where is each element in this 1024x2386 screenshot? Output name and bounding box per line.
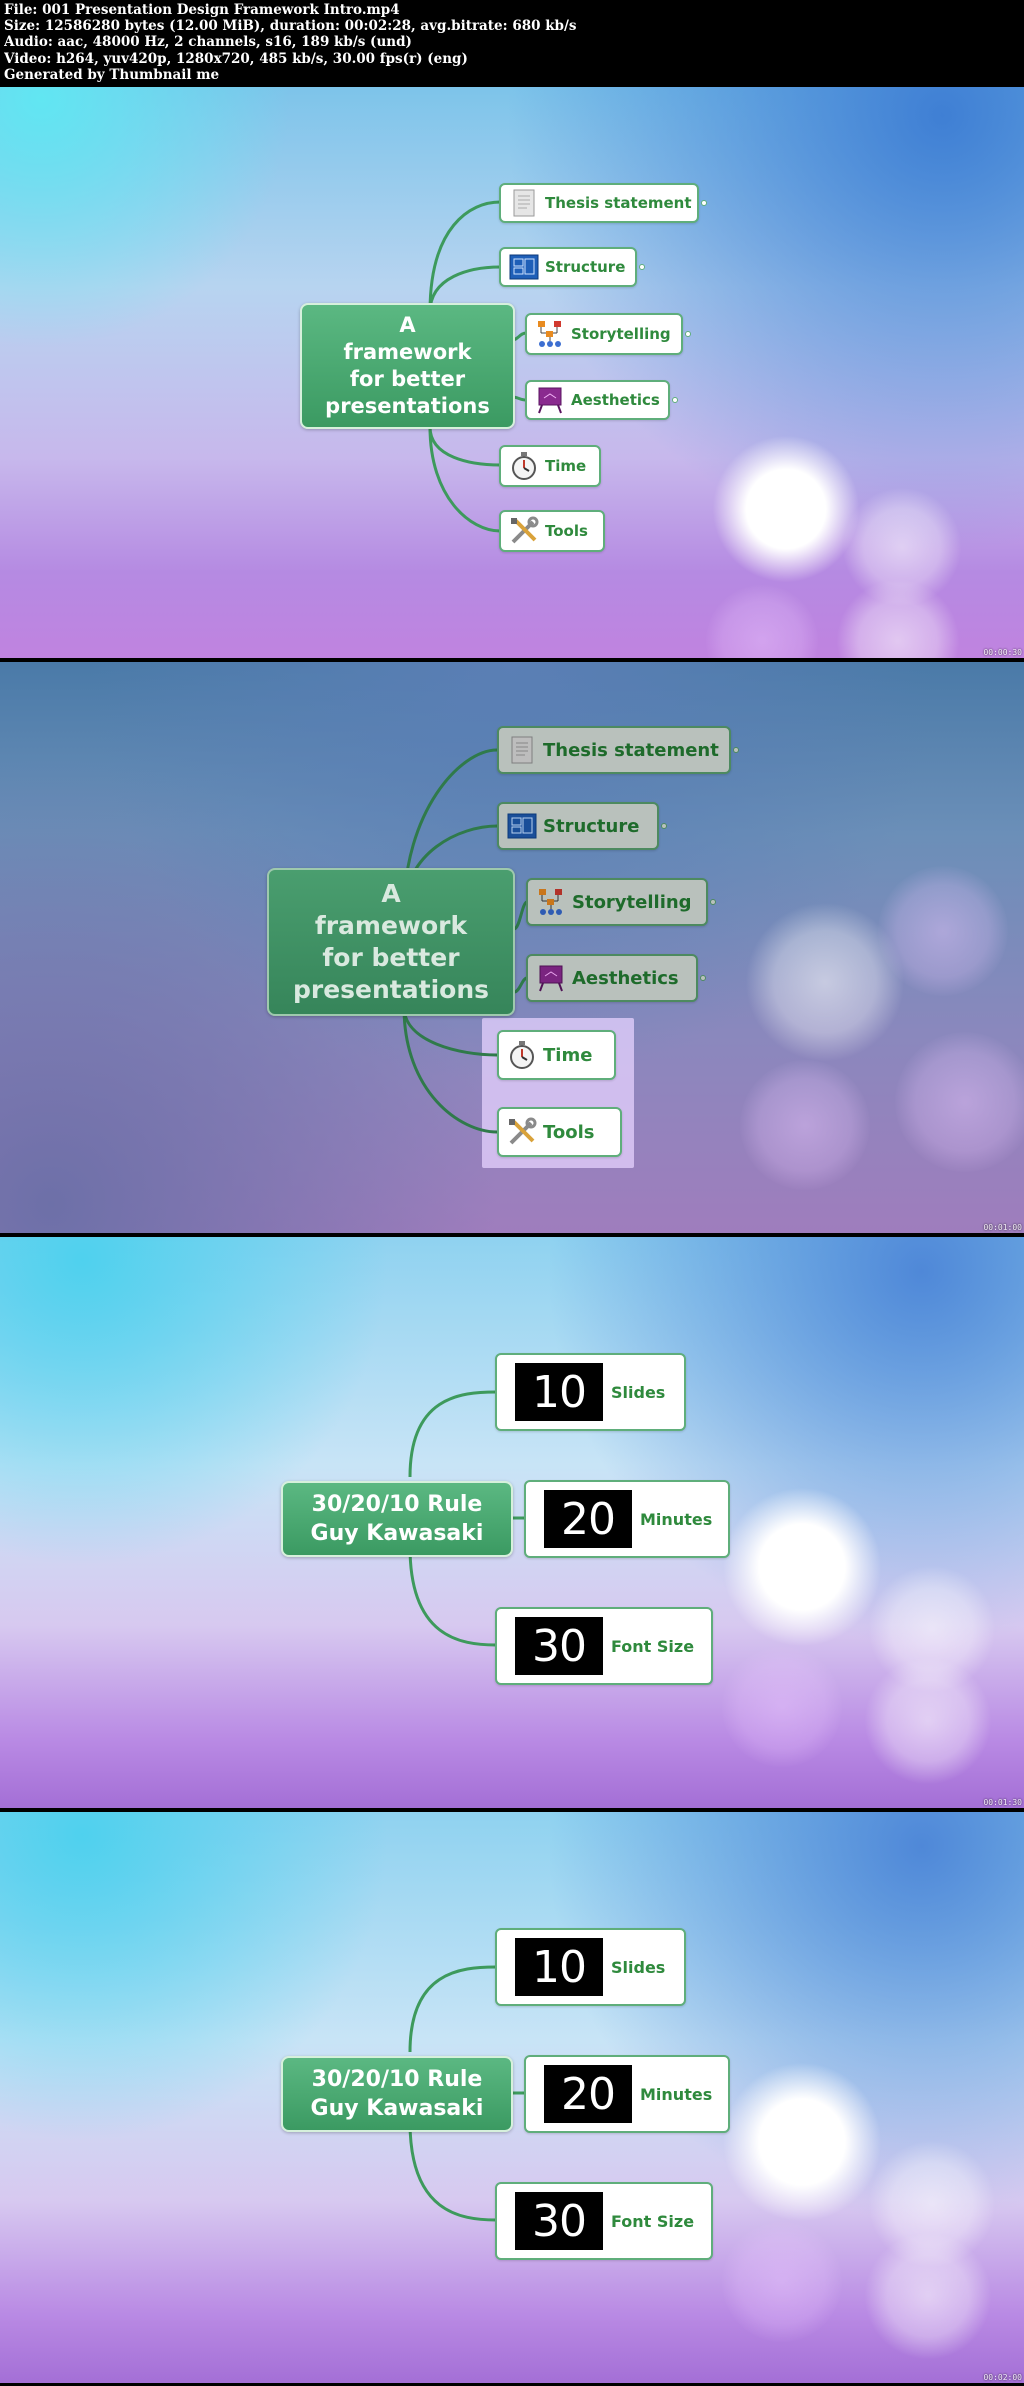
topic-label: Aesthetics — [572, 967, 679, 989]
collapse-handle — [701, 200, 707, 206]
rule-label: Font Size — [611, 1636, 695, 1656]
topic-storytelling: Storytelling — [526, 878, 716, 926]
number-card: 30 — [515, 1617, 603, 1675]
topic-label: Thesis statement — [543, 739, 719, 761]
collapse-handle — [639, 264, 645, 270]
number-card: 10 — [515, 1938, 603, 1996]
topic-label: Tools — [543, 1121, 595, 1143]
video-frame-1: A framework for better presentations The… — [0, 87, 1024, 658]
topic-tools: Tools — [499, 510, 605, 552]
mindmap-connectors — [408, 1965, 525, 2222]
frame-timestamp: 00:01:30 — [983, 1798, 1022, 1807]
central-topic: A framework for better presentations — [300, 303, 515, 429]
video-frame-4: 30/20/10 Rule Guy Kawasaki 10 Slides 20 … — [0, 1812, 1024, 2383]
blueprint-icon — [509, 252, 539, 282]
blueprint-icon — [507, 811, 537, 841]
topic-label: Structure — [543, 815, 640, 837]
file-name-line: File: 001 Presentation Design Framework … — [4, 2, 400, 18]
rule-label: Slides — [611, 1382, 666, 1402]
rule-item-slides: 10 Slides — [495, 1928, 686, 2006]
audio-info-line: Audio: aac, 48000 Hz, 2 channels, s16, 1… — [4, 34, 412, 51]
stopwatch-icon — [507, 1040, 537, 1070]
central-topic: 30/20/10 Rule Guy Kawasaki — [281, 2056, 513, 2132]
video-frame-3: 30/20/10 Rule Guy Kawasaki 10 Slides 20 … — [0, 1237, 1024, 1808]
topic-label: Structure — [545, 258, 626, 276]
collapse-handle — [672, 397, 678, 403]
rule-label: Font Size — [611, 2211, 695, 2231]
frame-timestamp: 00:00:30 — [983, 648, 1022, 657]
topic-aesthetics: Aesthetics — [525, 380, 678, 420]
rule-item-font-size: 30 Font Size — [495, 1607, 713, 1685]
easel-icon — [536, 963, 566, 993]
collapse-handle — [661, 823, 667, 829]
frame-timestamp: 00:02:00 — [983, 2373, 1022, 2382]
topic-label: Thesis statement — [545, 194, 692, 212]
topic-structure: Structure — [497, 802, 667, 850]
number-card: 10 — [515, 1363, 603, 1421]
stopwatch-icon — [509, 451, 539, 481]
flowchart-icon — [535, 319, 565, 349]
topic-storytelling: Storytelling — [525, 313, 691, 355]
rule-item-slides: 10 Slides — [495, 1353, 686, 1431]
collapse-handle — [733, 747, 739, 753]
topic-time: Time — [499, 445, 601, 487]
collapse-handle — [685, 331, 691, 337]
collapse-handle — [710, 899, 716, 905]
central-topic: A framework for better presentations — [267, 868, 515, 1016]
rule-item-font-size: 30 Font Size — [495, 2182, 713, 2260]
video-info-line: Video: h264, yuv420p, 1280x720, 485 kb/s… — [4, 50, 468, 67]
document-icon — [507, 735, 537, 765]
topic-label: Time — [545, 457, 587, 475]
flowchart-icon — [536, 887, 566, 917]
rule-label: Minutes — [640, 1509, 713, 1529]
mindmap-connectors — [408, 1390, 525, 1647]
topic-label: Storytelling — [571, 325, 671, 343]
tools-icon — [507, 1117, 537, 1147]
number-card: 20 — [544, 1490, 632, 1548]
video-frame-2: A framework for better presentations The… — [0, 662, 1024, 1233]
mindmap-connectors — [428, 200, 527, 533]
file-info-header: File: 001 Presentation Design Framework … — [0, 0, 1024, 86]
topic-tools: Tools — [497, 1107, 622, 1157]
rule-item-minutes: 20 Minutes — [524, 1480, 730, 1558]
document-icon — [509, 188, 539, 218]
topic-label: Time — [543, 1044, 593, 1066]
topic-label: Storytelling — [572, 891, 692, 913]
topic-structure: Structure — [499, 247, 645, 287]
number-card: 30 — [515, 2192, 603, 2250]
central-topic: 30/20/10 Rule Guy Kawasaki — [281, 1481, 513, 1557]
rule-label: Slides — [611, 1957, 666, 1977]
number-card: 20 — [544, 2065, 632, 2123]
frame-timestamp: 00:01:00 — [983, 1223, 1022, 1232]
topic-thesis-statement: Thesis statement — [499, 183, 707, 223]
topic-label: Aesthetics — [571, 391, 660, 409]
topic-thesis-statement: Thesis statement — [497, 726, 739, 774]
topic-time: Time — [497, 1030, 616, 1080]
topic-aesthetics: Aesthetics — [526, 954, 706, 1002]
topic-label: Tools — [545, 522, 588, 540]
file-size-line: Size: 12586280 bytes (12.00 MiB), durati… — [4, 18, 577, 35]
easel-icon — [535, 385, 565, 415]
generator-line: Generated by Thumbnail me — [4, 66, 220, 83]
rule-item-minutes: 20 Minutes — [524, 2055, 730, 2133]
collapse-handle — [700, 975, 706, 981]
tools-icon — [509, 516, 539, 546]
rule-label: Minutes — [640, 2084, 713, 2104]
